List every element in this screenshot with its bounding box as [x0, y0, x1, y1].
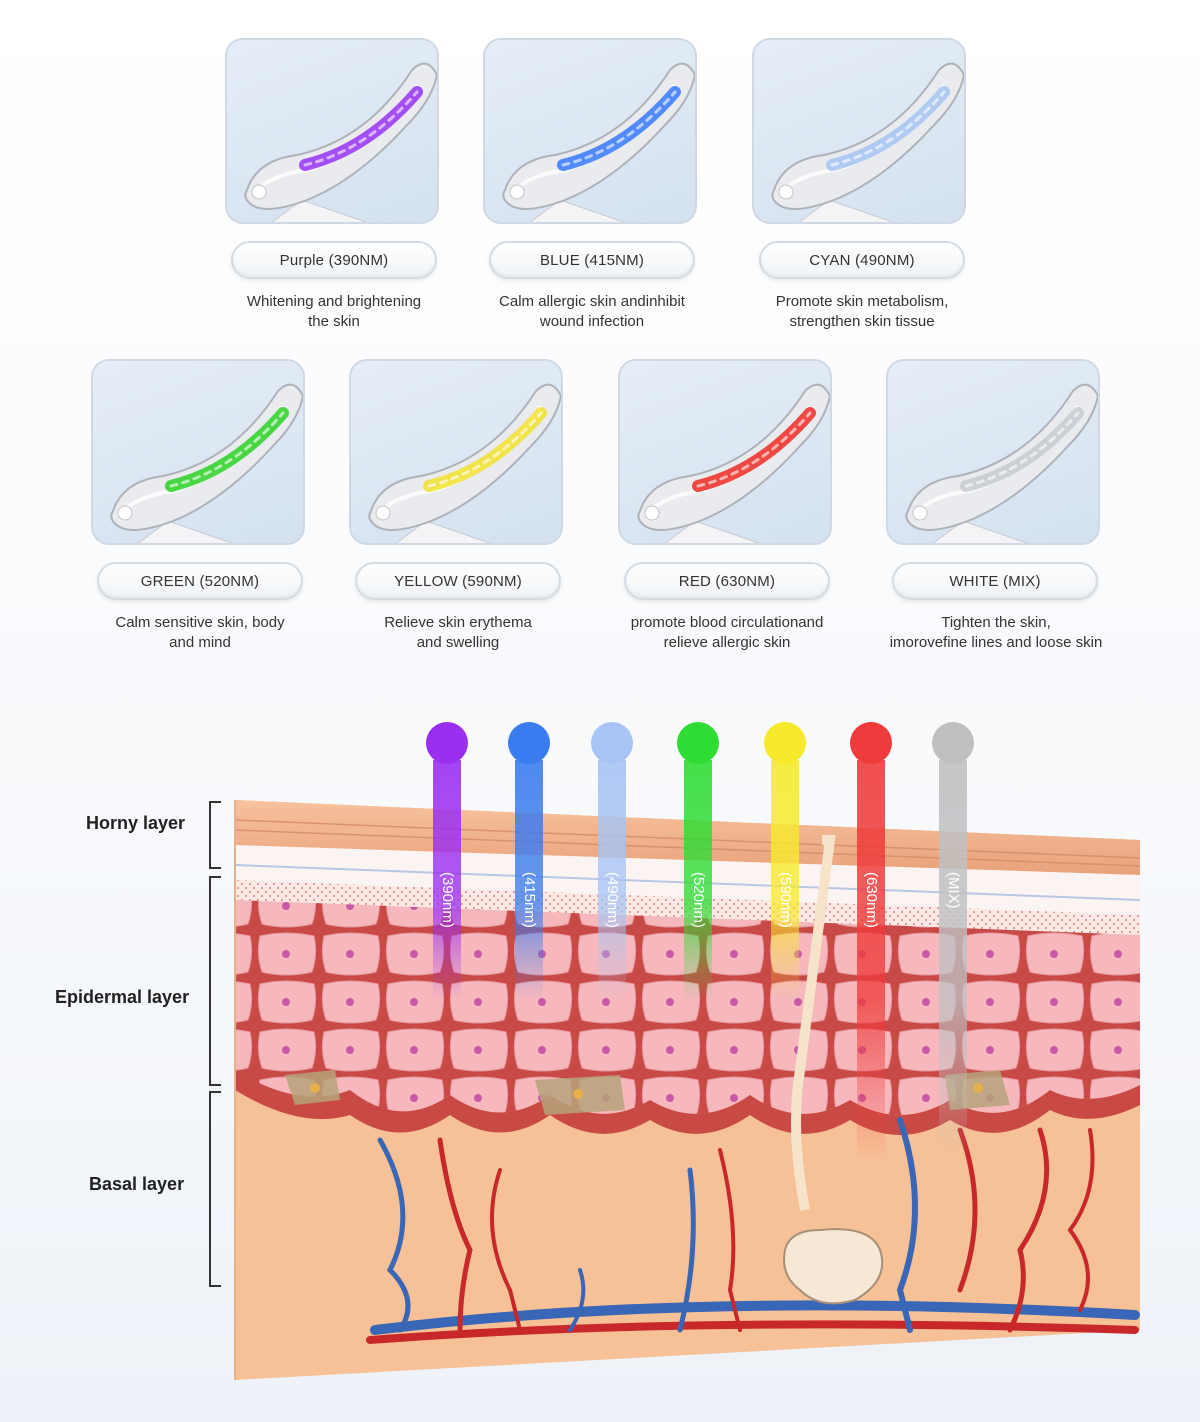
- horny-layer-bracket: [209, 801, 221, 869]
- device-illustration: [905, 383, 1098, 543]
- mode-label-blue: BLUE (415NM): [489, 241, 695, 279]
- device-illustration: [244, 62, 437, 222]
- mode-desc-yellow: Relieve skin erythema and swelling: [328, 613, 588, 653]
- epidermal-layer-label: Epidermal layer: [55, 987, 190, 1007]
- mode-label-cyan: CYAN (490NM): [759, 241, 965, 279]
- mode-label-white: WHITE (MIX): [892, 562, 1098, 600]
- epidermal-layer-bracket: [209, 876, 221, 1086]
- mode-desc-line: Promote skin metabolism,: [775, 293, 949, 310]
- device-card-blue: [483, 38, 697, 224]
- device-card-yellow: [349, 359, 563, 545]
- device-illustration: [110, 383, 303, 543]
- mode-desc-red: promote blood circulationand relieve all…: [597, 613, 857, 653]
- mode-desc-line: Calm allergic skin andinhibit: [499, 293, 685, 310]
- mode-desc-cyan: Promote skin metabolism, strengthen skin…: [732, 292, 992, 332]
- skin-diagram: [234, 800, 1141, 1380]
- mode-desc-line: and mind: [169, 634, 231, 651]
- device-card-red: [618, 359, 832, 545]
- mode-desc-line: imorovefine lines and loose skin: [889, 634, 1103, 651]
- basal-layer-bracket: [209, 1091, 221, 1287]
- mode-desc-line: Tighten the skin,: [941, 614, 1051, 631]
- device-illustration: [771, 62, 964, 222]
- mode-desc-line: Calm sensitive skin, body: [115, 614, 285, 631]
- mode-desc-white: Tighten the skin, imorovefine lines and …: [856, 613, 1136, 653]
- mode-label-red: RED (630NM): [624, 562, 830, 600]
- mode-desc-line: wound infection: [539, 313, 645, 330]
- device-illustration: [502, 62, 695, 222]
- mode-desc-line: relieve allergic skin: [663, 634, 791, 651]
- mode-desc-blue: Calm allergic skin andinhibit wound infe…: [462, 292, 722, 332]
- horny-layer-label: Horny layer: [86, 813, 186, 833]
- mode-desc-line: promote blood circulationand: [630, 614, 824, 631]
- mode-desc-green: Calm sensitive skin, body and mind: [70, 613, 330, 653]
- mode-desc-purple: Whitening and brightening the skin: [204, 292, 464, 332]
- device-card-purple: [225, 38, 439, 224]
- mode-desc-line: Whitening and brightening: [246, 293, 422, 310]
- device-illustration: [368, 383, 561, 543]
- device-card-cyan: [752, 38, 966, 224]
- mode-desc-line: Relieve skin erythema: [384, 614, 532, 631]
- mode-label-yellow: YELLOW (590NM): [355, 562, 561, 600]
- mode-desc-line: strengthen skin tissue: [789, 313, 935, 330]
- device-card-green: [91, 359, 305, 545]
- mode-label-green: GREEN (520NM): [97, 562, 303, 600]
- device-illustration: [637, 383, 830, 543]
- mode-desc-line: and swelling: [416, 634, 500, 651]
- device-card-white: [886, 359, 1100, 545]
- basal-layer-label: Basal layer: [89, 1174, 185, 1194]
- mode-desc-line: the skin: [308, 313, 360, 330]
- mode-label-purple: Purple (390NM): [231, 241, 437, 279]
